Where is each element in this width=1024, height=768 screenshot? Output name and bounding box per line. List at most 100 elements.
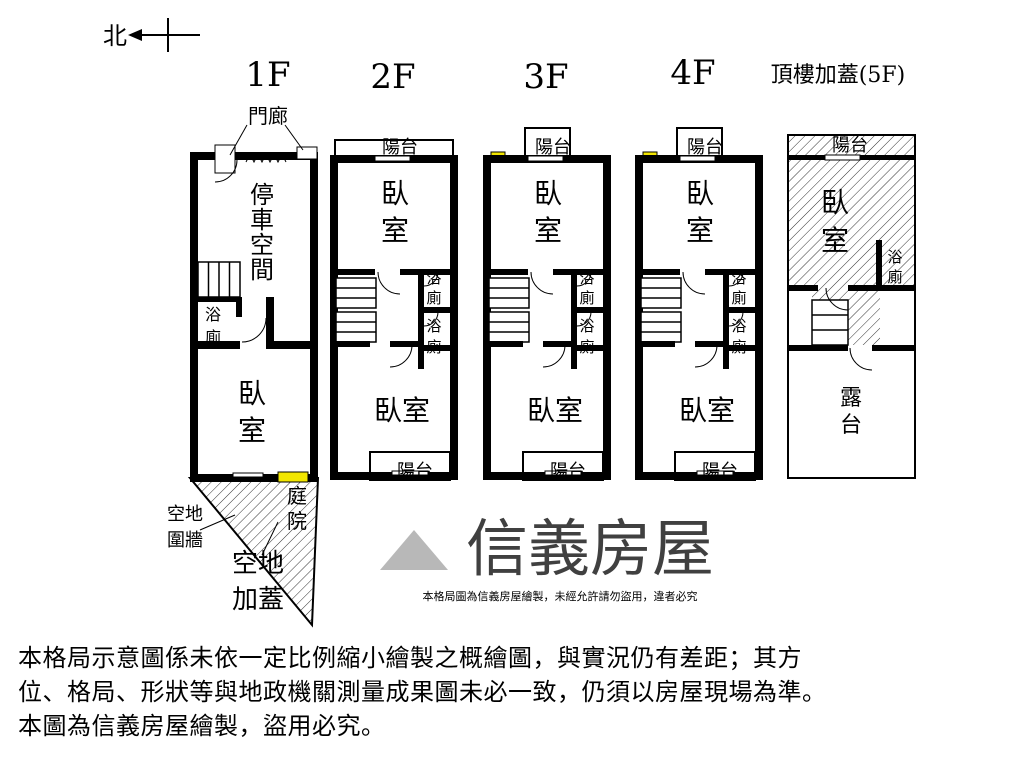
wall <box>390 341 420 347</box>
wall <box>190 297 240 302</box>
watermark-logo-icon <box>380 530 448 570</box>
wall <box>422 307 454 313</box>
window <box>391 470 429 476</box>
leader-line <box>261 521 279 556</box>
wall <box>635 269 680 275</box>
label-bedroom: 室 <box>381 214 409 247</box>
wall <box>190 152 215 160</box>
label-parking: 間 <box>250 256 274 284</box>
rolling-door <box>245 152 287 164</box>
door-swing <box>214 159 238 183</box>
label-terrace: 台 <box>840 413 862 438</box>
stairs <box>811 299 849 346</box>
label-balcony: 陽台 <box>832 135 868 156</box>
wall <box>330 269 375 275</box>
window <box>374 155 411 162</box>
label-yard: 院 <box>287 509 307 533</box>
door-swing <box>694 344 718 368</box>
label-bath: 廁 <box>205 328 221 347</box>
label-balcony: 陽台 <box>382 137 418 158</box>
wall <box>400 269 420 275</box>
label-bedroom: 臥 <box>686 177 714 210</box>
wall <box>483 155 491 480</box>
wall <box>635 155 643 480</box>
stairs <box>640 311 682 343</box>
disclaimer-line-1: 本格局示意圖係未依一定比例縮小繪製之概繪圖，與實況仍有差距；其方 <box>18 644 802 672</box>
window <box>527 155 564 162</box>
leader-line <box>199 514 236 531</box>
window <box>544 470 582 476</box>
floor-label-5f: 頂樓加蓋(5F) <box>771 63 905 88</box>
label-bedroom: 臥 <box>534 177 562 210</box>
door-swing <box>728 271 744 287</box>
balcony-top <box>676 127 723 159</box>
label-bath: 浴 <box>426 269 441 287</box>
label-bath: 浴 <box>579 317 594 335</box>
stairs <box>488 277 530 309</box>
label-balcony: 陽台 <box>550 461 586 482</box>
wall <box>235 152 318 160</box>
door-swing <box>825 287 849 311</box>
label-parking: 空 <box>250 231 274 259</box>
stairs <box>488 311 530 343</box>
label-bath: 浴 <box>731 269 746 287</box>
wall <box>848 285 878 291</box>
label-bedroom: 臥室 <box>527 394 583 427</box>
wall <box>418 269 424 369</box>
label-balcony: 陽台 <box>397 461 433 482</box>
label-bath: 廁 <box>731 338 746 356</box>
label-bath: 廁 <box>579 338 594 356</box>
label-bedroom: 臥室 <box>679 394 735 427</box>
wall <box>543 341 573 347</box>
wall <box>266 341 318 349</box>
watermark-brand: 信義房屋 <box>466 512 714 585</box>
wall <box>330 341 370 347</box>
label-boundary-wall: 圍牆 <box>167 530 203 551</box>
floor-label-4f: 4F <box>670 53 715 93</box>
wall <box>876 240 882 290</box>
stairs <box>640 277 682 309</box>
leader-line <box>284 124 304 151</box>
disclaimer-line-2: 位、格局、形狀等與地政機關測量成果圖未必一致，仍須以房屋現場為準。 <box>18 678 827 706</box>
wall <box>788 285 818 291</box>
label-parking: 停 <box>250 181 274 209</box>
floor-label-3f: 3F <box>523 57 568 97</box>
wall <box>266 297 274 349</box>
label-parking: 車 <box>250 206 274 234</box>
wall <box>190 341 240 349</box>
wall <box>755 155 763 480</box>
label-boundary-wall: 空地 <box>167 504 203 525</box>
label-balcony: 陽台 <box>687 137 723 158</box>
label-addition: 加蓋 <box>232 585 284 615</box>
stairs <box>335 277 377 309</box>
door-swing <box>423 311 439 327</box>
wall <box>788 345 848 351</box>
label-bedroom: 室 <box>534 214 562 247</box>
disclaimer-line-3: 本圖為信義房屋繪製，盜用必究。 <box>18 712 386 740</box>
label-bedroom: 室 <box>238 414 266 447</box>
door-swing <box>377 271 401 295</box>
wall <box>727 345 759 351</box>
label-addition: 空地 <box>232 549 284 579</box>
wall <box>190 474 318 482</box>
door-swing <box>682 271 706 295</box>
wall <box>330 155 338 480</box>
label-bedroom: 臥 <box>238 377 266 410</box>
wall <box>190 152 198 482</box>
label-balcony: 陽台 <box>702 461 738 482</box>
wall <box>872 345 915 351</box>
label-bath: 廁 <box>731 289 746 307</box>
label-bath: 浴 <box>731 317 746 335</box>
wall <box>635 341 675 347</box>
label-bedroom: 臥室 <box>374 394 430 427</box>
floor-label-2f: 2F <box>370 57 415 97</box>
label-bath: 廁 <box>887 268 902 286</box>
stairs <box>335 311 377 343</box>
watermark-notice: 本格局圖為信義房屋繪製，未經允許請勿盜用，違者必究 <box>423 589 698 603</box>
label-bath: 廁 <box>426 289 441 307</box>
wall <box>575 345 607 351</box>
label-bath: 廁 <box>426 338 441 356</box>
wall <box>876 285 916 291</box>
door-swing <box>849 347 873 371</box>
